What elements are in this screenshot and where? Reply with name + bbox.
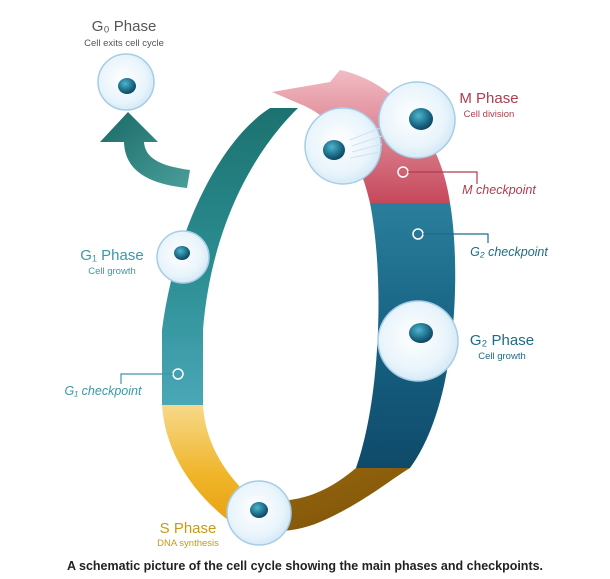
s-phase-desc: DNA synthesis xyxy=(157,538,219,549)
s-band xyxy=(162,405,248,520)
g0-exit-arrow xyxy=(100,112,190,188)
m-phase-title: M Phase xyxy=(459,90,518,107)
figure-caption: A schematic picture of the cell cycle sh… xyxy=(67,559,543,573)
g2-cell xyxy=(377,300,459,382)
g1-checkpoint-label: G₁ checkpoint xyxy=(65,384,142,398)
g2-checkpoint-label: G₂ checkpoint xyxy=(470,245,548,259)
g1-phase-title: G₁ Phase xyxy=(80,247,143,264)
g1-band xyxy=(162,108,298,405)
g1-checkpoint-marker xyxy=(120,368,184,384)
g1-cell xyxy=(156,230,210,284)
dividing-cell-right xyxy=(378,81,456,159)
m-phase-desc: Cell division xyxy=(464,109,515,120)
g0-phase-desc: Cell exits cell cycle xyxy=(84,38,164,49)
s-cell xyxy=(226,480,292,546)
g1-phase-desc: Cell growth xyxy=(88,266,136,277)
dividing-cell-left xyxy=(304,107,383,185)
g2-phase-title: G₂ Phase xyxy=(470,332,534,349)
m-checkpoint-label: M checkpoint xyxy=(462,183,536,197)
g0-phase-title: G₀ Phase xyxy=(92,18,157,35)
g2-checkpoint-marker xyxy=(412,228,489,243)
m-checkpoint-marker xyxy=(397,166,478,184)
g0-cell xyxy=(97,53,155,111)
g2-phase-desc: Cell growth xyxy=(478,351,526,362)
s-phase-title: S Phase xyxy=(160,520,217,537)
